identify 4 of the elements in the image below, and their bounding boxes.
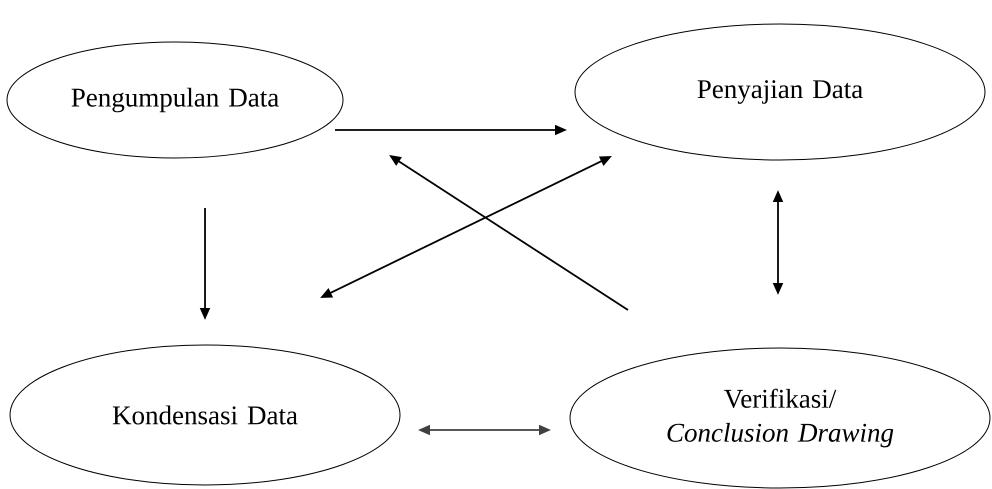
ellipse-node: Kondensasi Data [10, 344, 400, 486]
ellipse-node: Penyajian Data [574, 24, 986, 160]
ellipse-node: Pengumpulan Data [6, 42, 344, 158]
ellipse-node: Verifikasi/ Conclusion Drawing [570, 348, 990, 488]
